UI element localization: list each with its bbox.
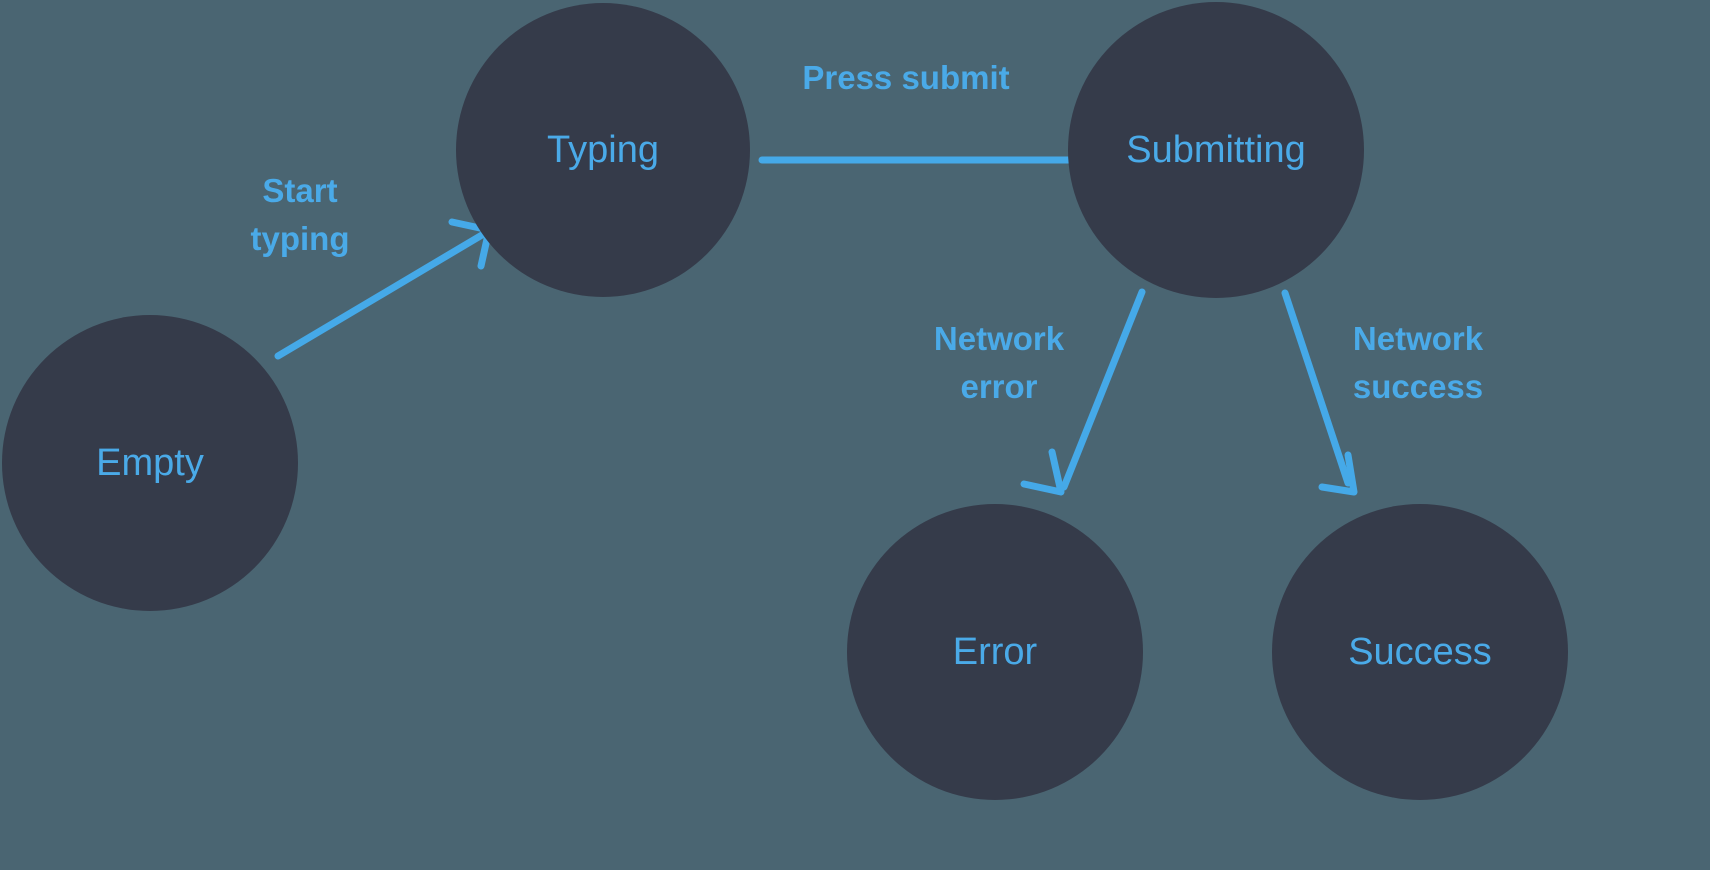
transitions-layer: [274, 131, 1358, 496]
transition-network-error[interactable]: [1020, 288, 1146, 496]
state-circle: [1272, 504, 1568, 800]
state-label: Submitting: [1126, 129, 1306, 171]
state-node-typing[interactable]: Typing: [456, 3, 750, 297]
state-node-error[interactable]: Error: [847, 504, 1143, 800]
state-node-empty[interactable]: Empty: [2, 315, 298, 611]
transition-network-success[interactable]: [1281, 289, 1358, 496]
state-circle: [456, 3, 750, 297]
transition-line: [274, 228, 491, 360]
state-node-submitting[interactable]: Submitting: [1068, 2, 1364, 298]
state-circle: [2, 315, 298, 611]
transition-label-press-submit: Press submit: [802, 59, 1009, 96]
state-circle: [1068, 2, 1364, 298]
state-label: Success: [1348, 631, 1492, 673]
arrowhead-icon: [1020, 448, 1065, 496]
state-label: Typing: [547, 129, 659, 171]
state-node-success[interactable]: Success: [1272, 504, 1568, 800]
states-layer: Empty Typing Submitting Error Success: [2, 2, 1568, 800]
state-circle: [847, 504, 1143, 800]
transition-line: [1060, 288, 1146, 491]
arrowhead-icon: [1318, 451, 1358, 496]
state-label: Error: [953, 631, 1038, 673]
transition-line: [1281, 289, 1352, 487]
state-label: Empty: [96, 442, 204, 484]
